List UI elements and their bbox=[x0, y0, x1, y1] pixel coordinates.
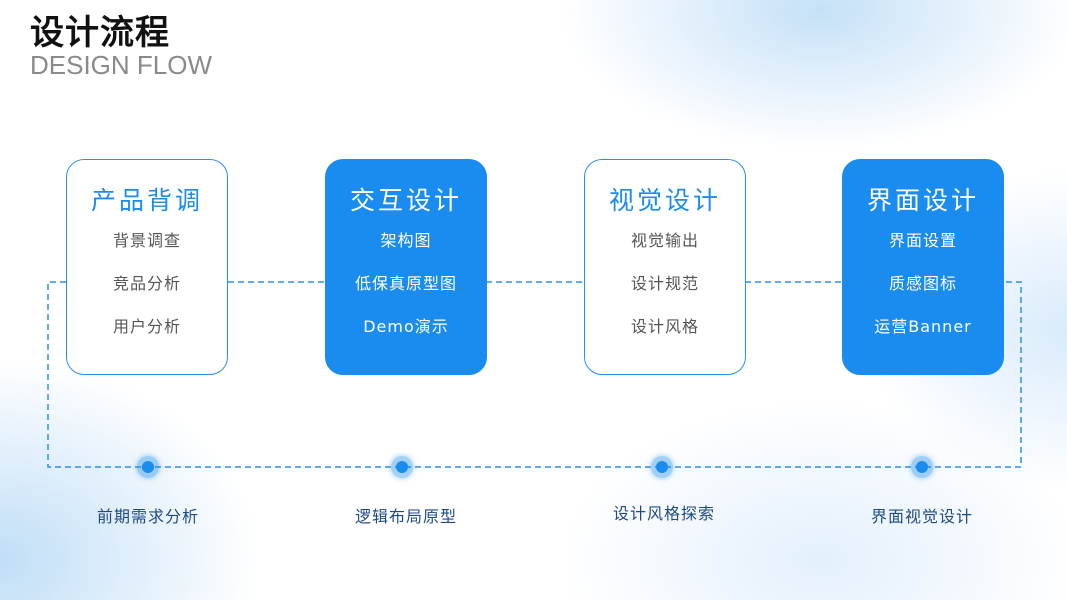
card-item: Demo演示 bbox=[363, 317, 449, 336]
card-title: 界面设计 bbox=[866, 186, 979, 215]
page-title: 设计流程 bbox=[30, 13, 170, 53]
card-item: 背景调查 bbox=[112, 231, 181, 250]
timeline-node-icon bbox=[651, 456, 673, 478]
card-item: 低保真原型图 bbox=[354, 274, 457, 293]
card-title: 交互设计 bbox=[349, 186, 462, 215]
timeline-label: 设计风格探索 bbox=[612, 504, 715, 523]
timeline-node-icon bbox=[391, 456, 413, 478]
card-item: 设计规范 bbox=[630, 274, 699, 293]
card-item: 设计风格 bbox=[630, 317, 699, 336]
timeline-node-icon bbox=[911, 456, 933, 478]
card-item: 质感图标 bbox=[888, 274, 957, 293]
card-item: 运营Banner bbox=[874, 317, 972, 336]
card-interaction-design: 交互设计 架构图 低保真原型图 Demo演示 bbox=[325, 159, 487, 375]
card-item: 竞品分析 bbox=[112, 274, 181, 293]
card-title: 产品背调 bbox=[90, 186, 203, 215]
card-item: 架构图 bbox=[380, 231, 432, 250]
card-title: 视觉设计 bbox=[608, 186, 721, 215]
page-subtitle: DESIGN FLOW bbox=[30, 50, 213, 80]
card-item: 视觉输出 bbox=[630, 231, 699, 250]
timeline-node-icon bbox=[137, 456, 159, 478]
card-visual-design: 视觉设计 视觉输出 设计规范 设计风格 bbox=[584, 159, 746, 375]
card-interface-design: 界面设计 界面设置 质感图标 运营Banner bbox=[842, 159, 1004, 375]
card-item: 用户分析 bbox=[112, 317, 181, 336]
outer-dashed-loop bbox=[47, 281, 1022, 468]
timeline-label: 逻辑布局原型 bbox=[354, 507, 457, 526]
card-item: 界面设置 bbox=[888, 231, 957, 250]
timeline-label: 界面视觉设计 bbox=[870, 507, 973, 526]
card-product-research: 产品背调 背景调查 竞品分析 用户分析 bbox=[66, 159, 228, 375]
timeline-label: 前期需求分析 bbox=[96, 507, 199, 526]
